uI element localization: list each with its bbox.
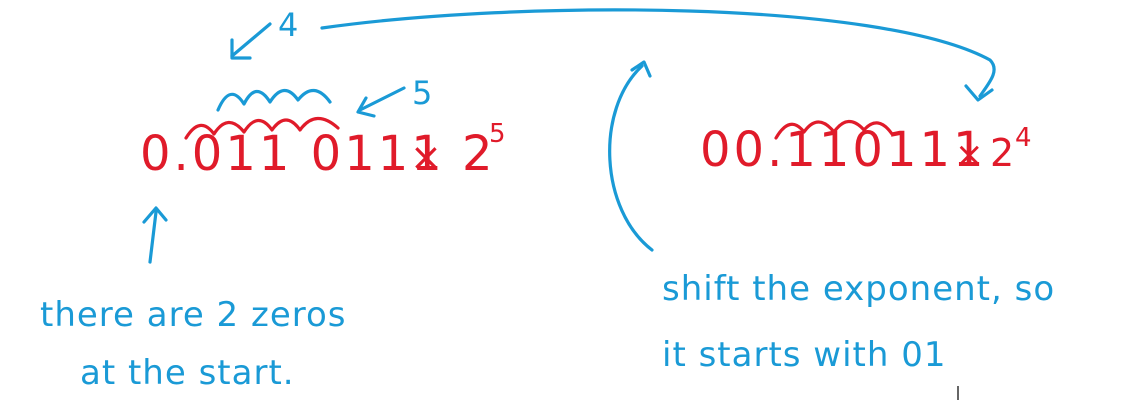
label-five: 5: [412, 74, 432, 112]
up-arrow-left: [142, 206, 168, 264]
left-expression: 0.011 0111 × 2 5: [140, 119, 506, 182]
arrow-four-to-arcs: [230, 22, 272, 60]
note-left-line1: there are 2 zeros: [40, 295, 347, 335]
note-right-line2: it starts with 01: [662, 335, 947, 375]
left-blue-hop-arcs: [216, 88, 332, 112]
left-exponent: 5: [489, 119, 506, 149]
right-red-hop-arcs: [774, 119, 894, 140]
right-times-sign: ×: [955, 135, 987, 175]
note-left-line2: at the start.: [80, 353, 295, 393]
label-four: 4: [278, 6, 298, 44]
right-exponent: 4: [1015, 123, 1032, 153]
right-base: 2: [990, 131, 1017, 175]
left-mantissa: 0.011 0111: [140, 126, 445, 182]
left-times-sign: ×: [410, 135, 445, 179]
left-red-hop-arcs: [184, 116, 340, 140]
big-curved-arrow: [608, 60, 654, 252]
arrow-five-to-arcs: [356, 86, 406, 118]
left-base: 2: [462, 126, 496, 182]
right-expression: 00.110111 × 2 4: [700, 122, 1032, 178]
right-mantissa: 00.110111: [700, 122, 987, 178]
note-right-line1: shift the exponent, so: [662, 269, 1055, 309]
long-curve-arrow: [320, 8, 996, 102]
